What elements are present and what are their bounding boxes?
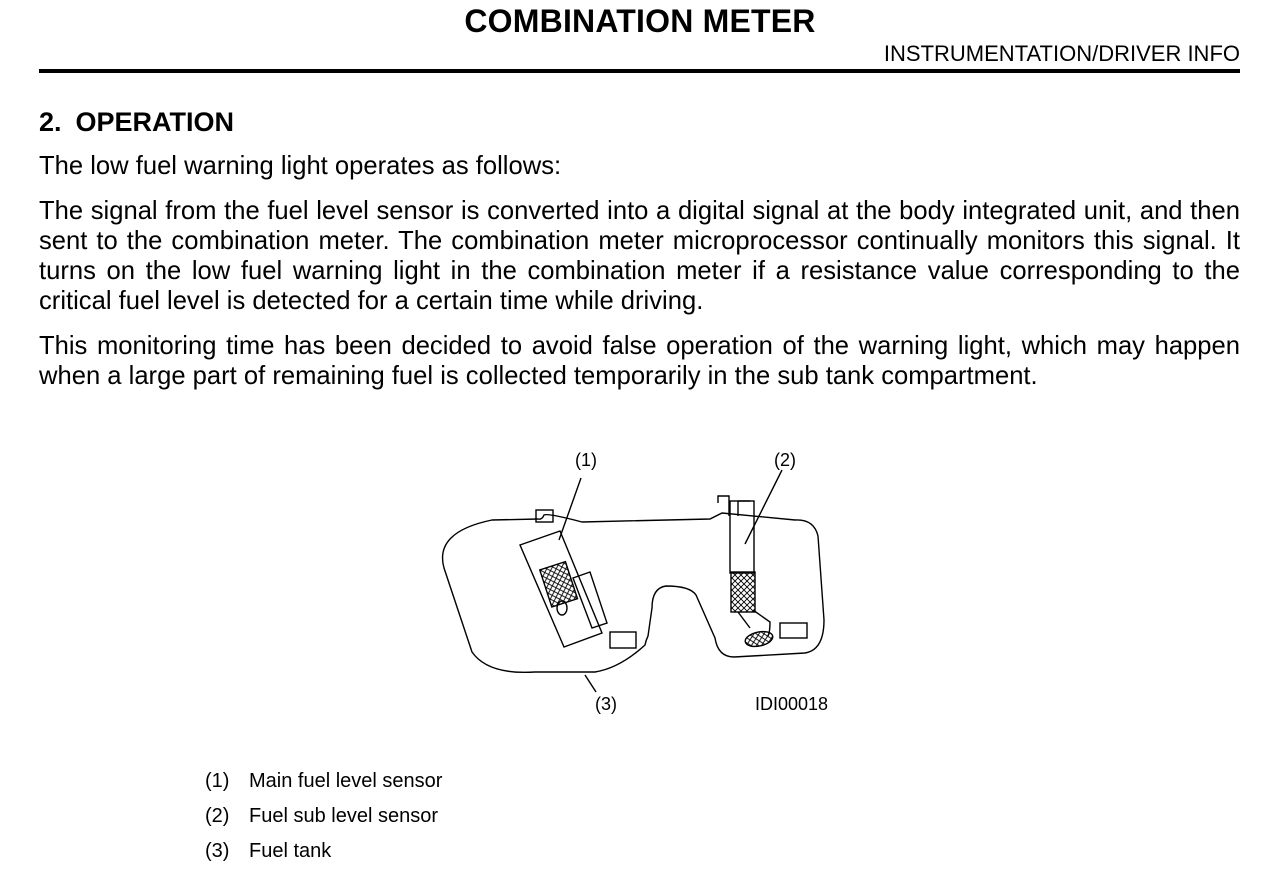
fuel-tank-outline [441, 512, 825, 674]
paragraph-intro: The low fuel warning light operates as f… [39, 152, 562, 180]
section-heading: 2. OPERATION [39, 107, 234, 138]
fuel-sub-level-sensor [717, 495, 808, 648]
figure-legend: (1) Main fuel level sensor (2) Fuel sub le… [205, 767, 442, 872]
callout-leaders [558, 469, 783, 693]
figure-code: IDI00018 [755, 694, 829, 714]
figure-callout-2: (2) [774, 450, 796, 470]
legend-item: (3) Fuel tank [205, 837, 442, 872]
fuel-tank-illustration [441, 469, 825, 693]
legend-number: (3) [205, 840, 230, 862]
legend-text: Main fuel level sensor [249, 770, 443, 792]
fuel-tank-diagram: (1) (2) (3) IDI00018 [420, 440, 860, 730]
legend-number: (2) [205, 805, 230, 827]
legend-item: (2) Fuel sub level sensor [205, 802, 442, 837]
section-number: 2. [39, 107, 62, 137]
legend-number: (1) [205, 770, 230, 792]
header-divider [39, 69, 1240, 73]
section-title: OPERATION [75, 107, 235, 137]
paragraph-signal: The signal from the fuel level sensor is… [39, 197, 1240, 315]
figure-callout-3: (3) [595, 694, 617, 714]
section-header: INSTRUMENTATION/DRIVER INFO [883, 41, 1240, 66]
legend-item: (1) Main fuel level sensor [205, 767, 442, 802]
legend-text: Fuel sub level sensor [249, 805, 438, 827]
page-title: COMBINATION METER [464, 3, 816, 39]
figure-callout-1: (1) [575, 450, 597, 470]
main-fuel-level-sensor [519, 509, 637, 649]
paragraph-monitoring: This monitoring time has been decided to… [39, 332, 1240, 390]
legend-text: Fuel tank [249, 840, 332, 862]
